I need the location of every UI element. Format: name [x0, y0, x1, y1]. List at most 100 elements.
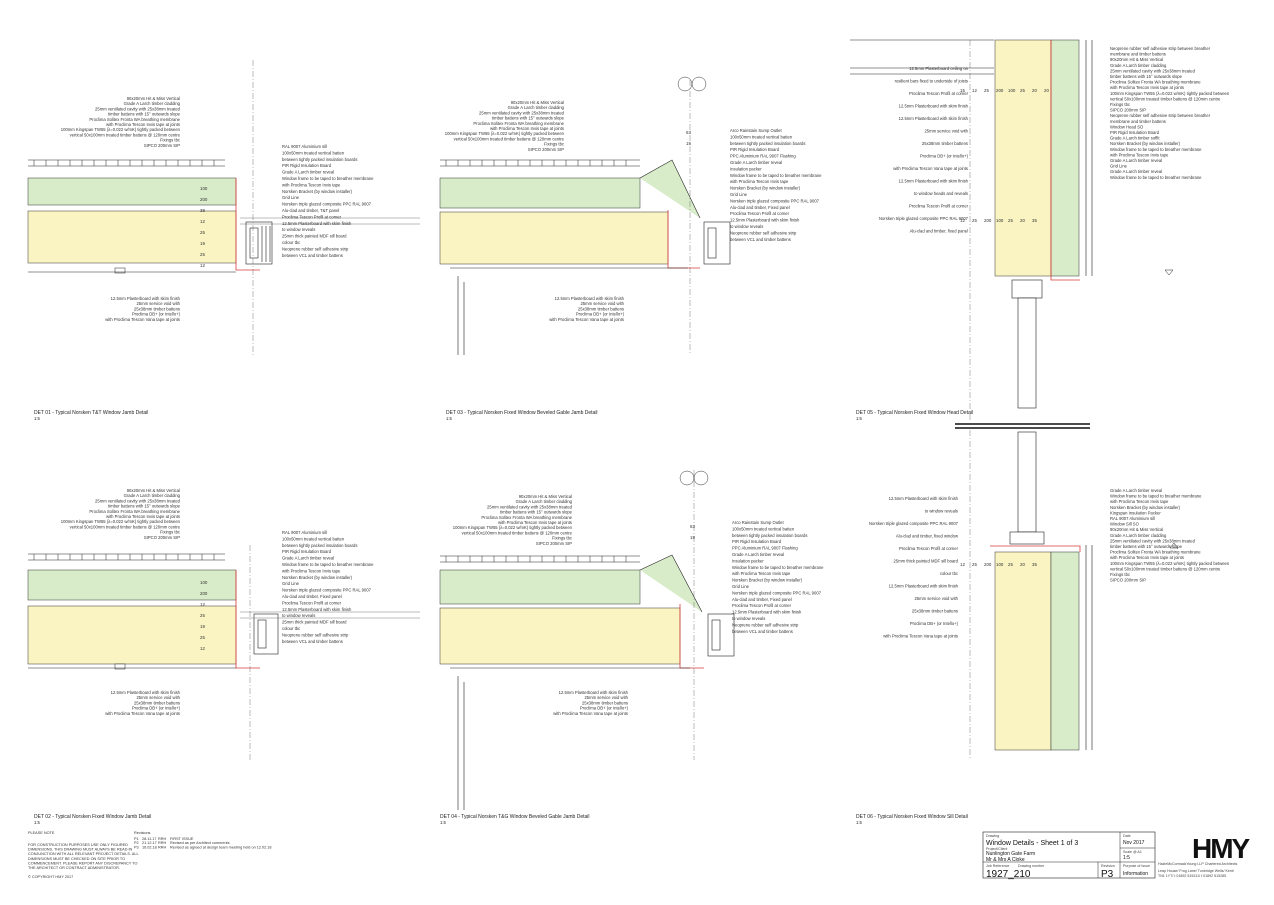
dimension-value: 63 — [686, 130, 691, 135]
annotation-label: to window reveals — [730, 224, 763, 229]
membrane-line — [990, 545, 1081, 552]
annotation-label: Grid Line — [730, 192, 748, 197]
firm-phone: TN1 1YT/ t 01892 515311/ f 01892 515285 — [1158, 874, 1226, 878]
annotation-label: Norsken Bracket (by window installer) — [1110, 505, 1181, 510]
annotation-label: Arco Rainstain Sump Outlet — [732, 520, 785, 525]
annotation-label: 25mm service void with — [136, 695, 180, 700]
annotation-label: Norsken triple glazed composite PPC RAL … — [732, 590, 822, 595]
annotation-label: 12.5mm Plasterboard with skim finish — [899, 179, 969, 184]
annotation-label: membrane and timber battens — [1110, 119, 1166, 124]
annotation-label: Proclima Solitex Fronta WA breathing mem… — [1110, 80, 1201, 85]
bevel-flashing — [639, 159, 701, 219]
scale-det-05: 1:5 — [856, 416, 862, 421]
annotation-label: timber battens with 15° outwards slope — [500, 510, 573, 515]
annotation-label: RAL 9007 Aluminium sill — [282, 530, 327, 535]
annotation-label: 12.5mm Plasterboard with skim finish — [732, 610, 802, 615]
right-labels: Neoprene rubber self adhesive strip betw… — [1110, 46, 1230, 180]
dimension-value: 25 — [200, 613, 205, 618]
revision-cell: RRH — [158, 841, 166, 845]
dimension-value: 12 — [200, 263, 205, 268]
annotation-label: with Proclima Tescon Invis tape — [282, 182, 341, 187]
annotation-label: Proclima DB+ (or Intello+) — [132, 312, 181, 317]
annotation-label: Grade A Larch timber cladding — [508, 105, 565, 110]
annotation-label: Proclima Tescon Profil at corner — [732, 603, 792, 608]
note-line: COMMENCEMENT. PLEASE REPORT ANY DISCREPA… — [28, 861, 137, 865]
dimension-value: 25 — [1008, 218, 1013, 223]
annotation-label: Proclima Tescon Profil at corner — [730, 211, 790, 216]
annotation-label: Proclima DB+ (or Intello+) — [132, 706, 181, 711]
annotation-label: Window Sill SO — [1110, 522, 1140, 527]
dimension-value: 12 — [960, 218, 965, 223]
drawing-number-label: Drawing number — [1018, 864, 1045, 868]
dimension-value: 12 — [972, 88, 977, 93]
annotation-label: Norsken triple glazed composite PPC RAL … — [282, 202, 372, 207]
sip-panel — [27, 210, 237, 264]
annotation-label: SIPCO 200mm SIP — [144, 143, 180, 148]
annotation-label: resilient bars fixed to underside of joi… — [895, 79, 968, 84]
detail-det-01 — [27, 60, 420, 355]
grid-line-h — [240, 611, 420, 619]
revisions-heading: Revisions — [134, 831, 151, 835]
annotation-label: 100mm Kingspan TW55 (λ=0.022 w/mK) tight… — [61, 519, 181, 524]
cladding-strip — [28, 553, 225, 561]
dimension-value: 200 — [984, 218, 992, 223]
annotation-label: to window heads and reveals — [914, 191, 968, 196]
annotation-label: 100mm Kingspan TW55 (λ=0.022 w/mK) tight… — [453, 525, 573, 530]
annotation-label: 25mm thick painted MDF sill board — [894, 559, 959, 564]
annotation-label: timber battens with 15° outwards slope — [492, 116, 565, 121]
annotation-label: 100x50mm treated vertical batten — [282, 150, 345, 155]
window-frame — [1009, 431, 1045, 545]
sip-panel — [994, 551, 1052, 751]
detail-det-05 — [850, 39, 1174, 425]
annotation-label: 90x20mm Hit & Miss Vertical — [127, 96, 180, 101]
project-label: Project/Client — [986, 847, 1007, 851]
sip-panel — [994, 39, 1052, 277]
annotation-label: between VCL and timber battens — [282, 639, 343, 644]
dimension-value: 25 — [984, 88, 989, 93]
scale-det-06: 1:5 — [856, 820, 862, 825]
annotation-label: PIR Rigid Insulation Board — [1110, 130, 1160, 135]
scale-label: Scale @ A1 — [1123, 850, 1142, 854]
annotation-label: Fixings tbc — [160, 138, 180, 143]
annotation-label: to window reveals — [925, 509, 958, 514]
annotation-label: Norsken triple glazed composite PPC RAL … — [869, 521, 959, 526]
annotation-label: Neoprene rubber self adhesive strip betw… — [1110, 46, 1211, 51]
annotation-label: 25x38mm timber battens — [134, 700, 180, 705]
annotation-label: to window reveals — [732, 616, 765, 621]
annotation-label: Window Head SO — [1110, 124, 1144, 129]
firm-logo: HMY — [1192, 833, 1251, 864]
scale-det-03: 1:5 — [446, 416, 452, 421]
annotation-label: with Proclima Tescon Invis tape at joint… — [1110, 555, 1184, 560]
annotation-label: Norsken Bracket (by window installer) — [732, 578, 803, 583]
insulation-layer — [27, 177, 237, 206]
annotation-label: 25mm ventilated cavity with 25x38mm trea… — [1110, 68, 1196, 73]
annotation-label: Proclima DB+ (or Intello+) — [580, 706, 629, 711]
bottom-labels: 12.5mm Plasterboard with skim finish25mm… — [553, 690, 628, 716]
annotation-label: Alu-clad and timber, Fixed panel — [730, 205, 790, 210]
cladding-strip — [440, 159, 640, 167]
dimension-value: 25 — [200, 635, 205, 640]
annotation-label: 25mm service void with — [914, 596, 958, 601]
dimension-value: 200 — [984, 562, 992, 567]
cladding-strip — [28, 159, 225, 167]
annotation-label: 12.5mm Plasterboard with skim finish — [282, 607, 352, 612]
bottom-labels: 12.5mm Plasterboard with skim finish25mm… — [105, 690, 180, 716]
grid-line-h — [240, 217, 420, 225]
annotation-label: 12.5mm Plasterboard with skim finish — [282, 221, 352, 226]
annotation-label: 25x38mm timber battens — [134, 306, 180, 311]
annotation-label: 25mm service void with — [136, 301, 180, 306]
dimension-value: 19 — [200, 624, 205, 629]
detail-det-03 — [439, 76, 731, 355]
annotation-label: Grade A Larch timber soffit — [1110, 136, 1160, 141]
notes-block: PLEASE NOTE FOR CONSTRUCTION PURPOSES US… — [28, 831, 139, 879]
annotation-label: 12.5mm Plasterboard with skim finish — [889, 584, 959, 589]
annotation-label: Neoprene rubber self adhesive strip — [282, 632, 349, 637]
window-sill-marker — [1169, 542, 1179, 549]
notes-heading: PLEASE NOTE — [28, 831, 55, 835]
